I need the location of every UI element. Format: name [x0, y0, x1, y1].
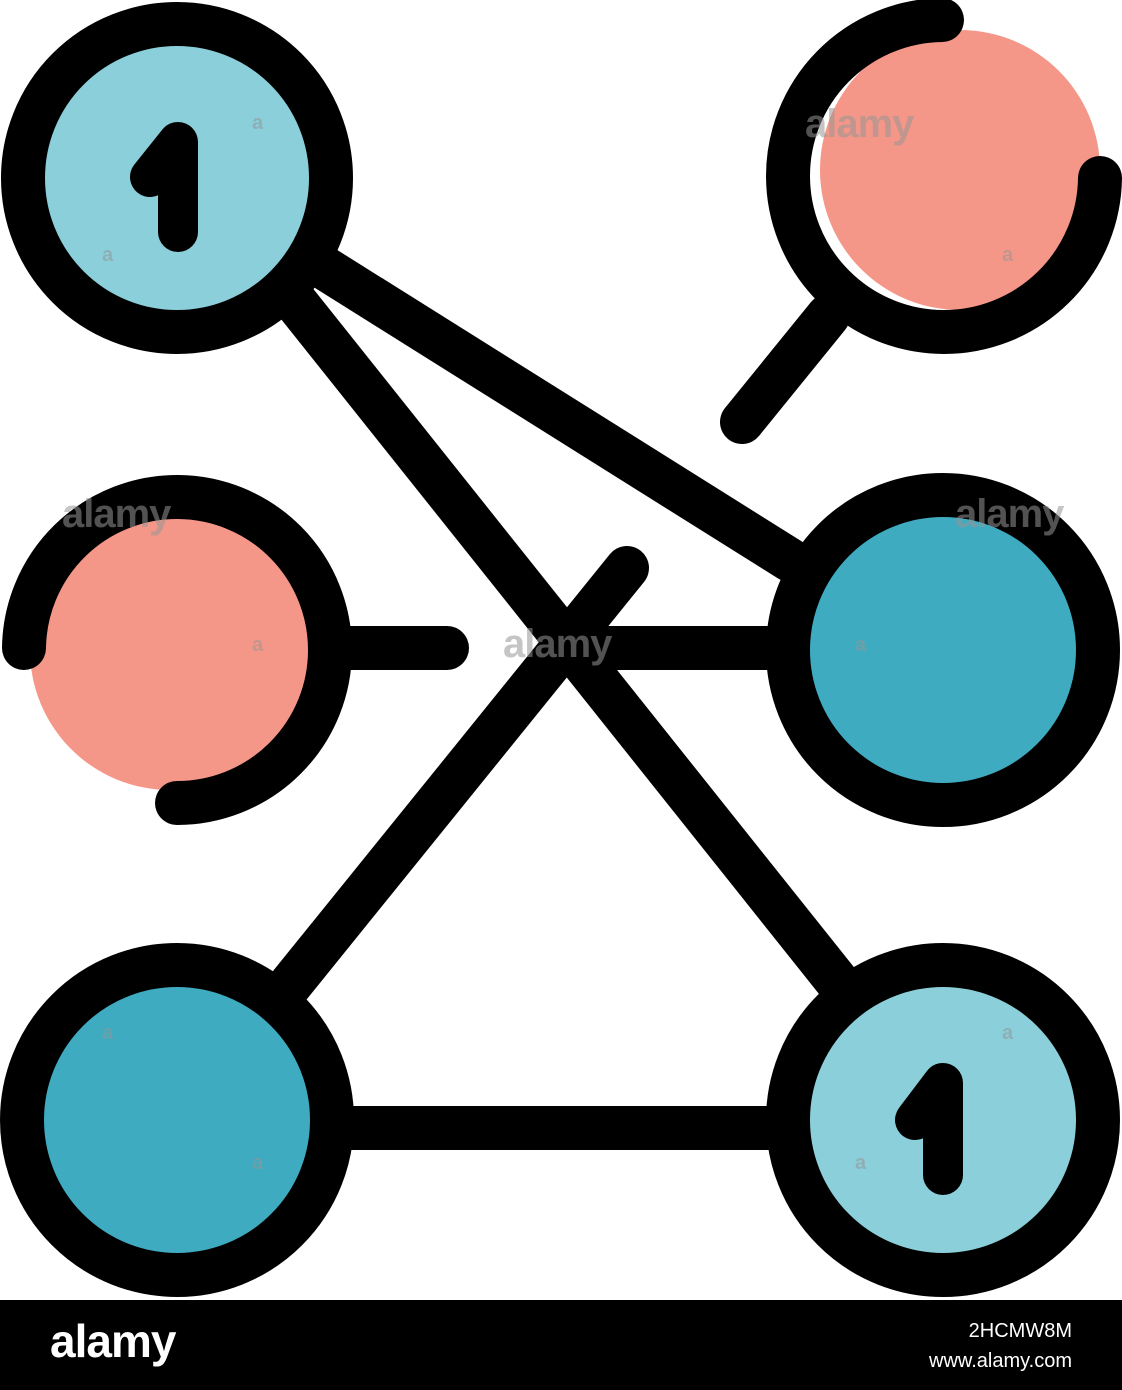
edge-topleft-to-middleright [293, 240, 812, 582]
edge-bottomleft-to-center [268, 546, 649, 1007]
middle-right-node [766, 473, 1120, 827]
bottom-right-node [766, 943, 1120, 1297]
network-diagram-icon [0, 0, 1122, 1297]
number-one-glyph [895, 1063, 963, 1195]
top-right-node [766, 0, 1122, 354]
footer-bar: alamy 2HCMW8M www.alamy.com [0, 1300, 1122, 1390]
top-left-node [1, 2, 353, 354]
footer-brand-logo: alamy [50, 1315, 176, 1367]
footer-site: www.alamy.com [929, 1350, 1072, 1372]
footer-image-id: 2HCMW8M [968, 1320, 1072, 1342]
edge-topright-stub [720, 294, 850, 444]
bottom-left-node [0, 943, 354, 1297]
number-one-glyph [130, 122, 198, 252]
middle-left-node [2, 475, 352, 825]
